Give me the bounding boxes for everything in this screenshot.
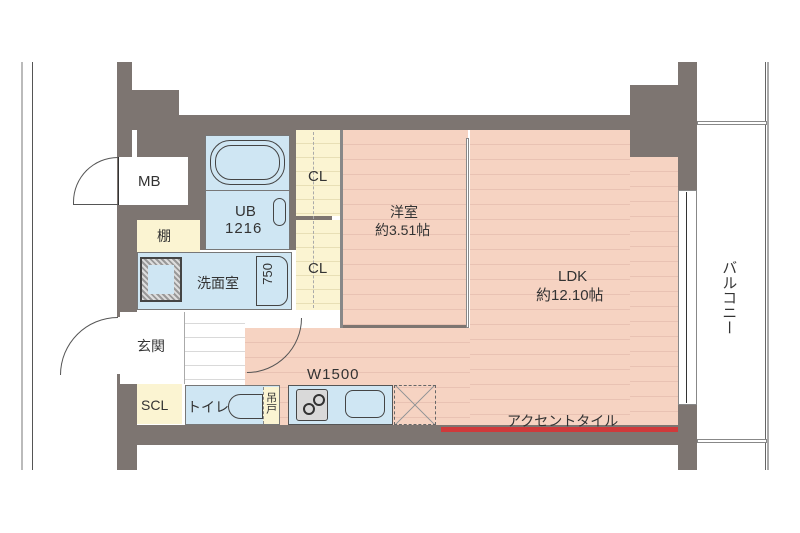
ub-label: UB xyxy=(235,203,256,220)
ldk-room xyxy=(470,130,630,425)
shoe-closet-label: SCL xyxy=(141,397,169,413)
washing-machine-pan-center xyxy=(148,265,174,294)
balcony-rail-inner xyxy=(765,62,766,470)
balcony-divider-bottom xyxy=(697,439,767,443)
closet-lower xyxy=(296,220,340,310)
vanity-width: 750 xyxy=(260,263,275,285)
ub-sink-icon xyxy=(273,198,286,226)
closet-divider xyxy=(296,216,332,220)
closet-lower-label: CL xyxy=(308,260,328,277)
vanity-sink-icon xyxy=(256,256,288,306)
accent-tile-strip xyxy=(441,427,678,432)
balcony-divider-top xyxy=(697,121,767,125)
balcony-rail-outer xyxy=(767,62,769,470)
ub-divider xyxy=(205,190,290,191)
mb-label: MB xyxy=(138,173,161,190)
shelf-label: 棚 xyxy=(157,228,171,244)
balcony-label: バルコニー xyxy=(720,260,738,335)
kitchen-sink-icon xyxy=(345,390,385,418)
fridge-space xyxy=(394,385,436,425)
toilet-storage-label: 吊戸 xyxy=(264,392,277,414)
mb-door-swing[interactable] xyxy=(73,157,118,205)
kitchen-width-label: W1500 xyxy=(307,366,360,383)
burner-icon-1 xyxy=(303,403,315,415)
entrance xyxy=(120,312,185,384)
mb-room xyxy=(118,157,188,205)
wall-top xyxy=(117,115,697,130)
ub-size: 1216 xyxy=(225,220,263,237)
bathtub-icon xyxy=(210,140,285,185)
corridor-line-inner xyxy=(32,62,33,470)
shelf-room xyxy=(137,220,200,252)
toilet-bowl-icon xyxy=(228,394,263,419)
corridor-line-outer xyxy=(21,62,23,470)
sliding-door-western[interactable] xyxy=(466,138,469,328)
balcony-window[interactable] xyxy=(678,190,697,405)
toilet-storage xyxy=(263,387,279,424)
toilet-label: トイレ xyxy=(187,399,229,415)
accent-tile-label: アクセントタイル xyxy=(507,413,619,429)
closet-upper-label: CL xyxy=(308,168,328,185)
wall-right-top xyxy=(678,62,697,190)
western-room xyxy=(343,130,468,328)
ldk-area: 約12.10帖 xyxy=(536,287,604,304)
shoe-closet xyxy=(137,384,182,424)
wall-left-bottom xyxy=(117,374,137,470)
hallway xyxy=(185,310,245,385)
ldk-room-right xyxy=(630,157,678,425)
entrance-label: 玄関 xyxy=(137,338,165,354)
closet-wall-right xyxy=(340,130,343,330)
balcony-window-frame xyxy=(686,192,687,403)
bathtub-inner-icon xyxy=(215,145,280,180)
entrance-door-swing[interactable] xyxy=(60,317,118,375)
burner-icon-2 xyxy=(313,394,325,406)
western-room-label: 洋室 xyxy=(390,204,418,220)
western-room-area: 約3.51帖 xyxy=(375,222,431,238)
washroom-label: 洗面室 xyxy=(197,275,239,291)
closet-rod-upper xyxy=(313,132,314,308)
ldk-label: LDK xyxy=(558,268,588,285)
closet-upper xyxy=(296,130,340,216)
